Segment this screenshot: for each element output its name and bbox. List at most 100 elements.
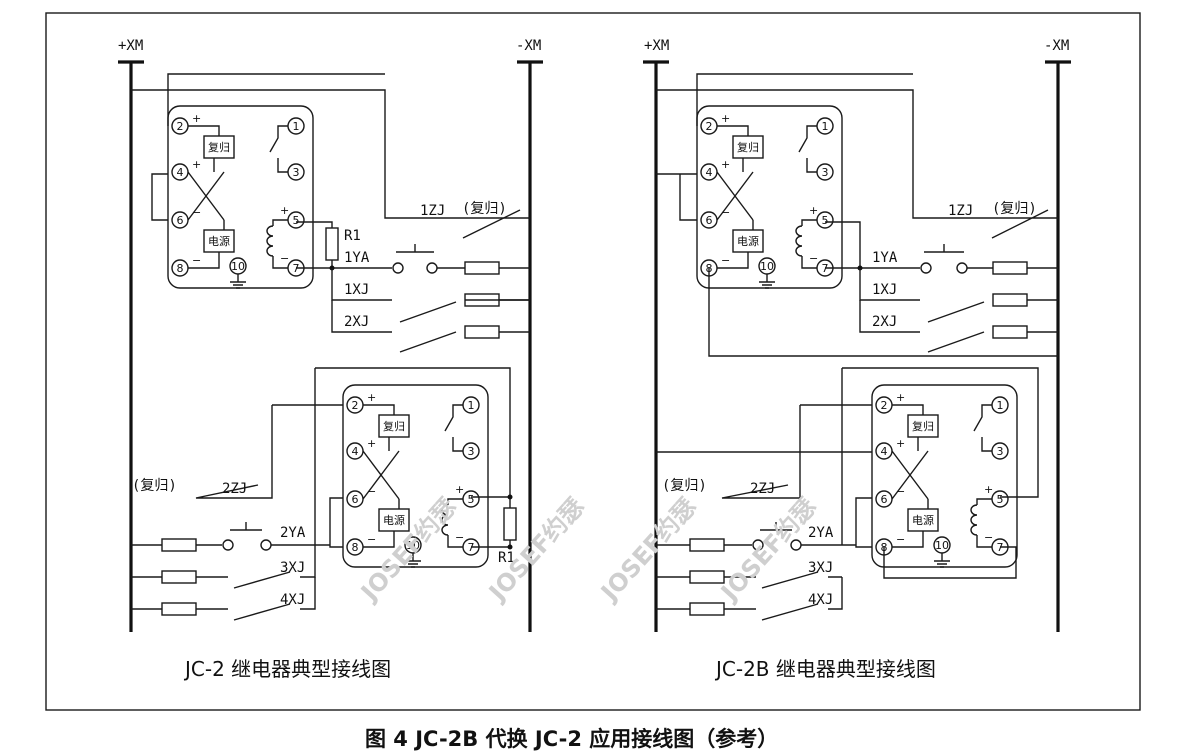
polarity-mark-3-relay-2: − <box>367 533 376 546</box>
label-2ya-left: 2YA <box>280 525 306 541</box>
label-1ya-left: 1YA <box>344 250 370 266</box>
label-1xj-left: 1XJ <box>344 282 369 298</box>
pos-bus-left <box>118 60 144 632</box>
label-1ya-right: 1YA <box>872 250 898 266</box>
polarity-mark-5-relay-1: − <box>280 252 289 265</box>
terminal-2-relay-4: 2 <box>881 399 888 412</box>
polarity-mark-4-relay-4: + <box>984 483 993 496</box>
label-1zj-left: 1ZJ <box>420 203 445 219</box>
terminal-8-relay-1: 8 <box>177 262 184 275</box>
terminal-5-relay-4: 5 <box>997 493 1004 506</box>
reset_btn-box-label-relay-2: 复归 <box>383 419 405 433</box>
watermark-3: JOSEF约瑟 <box>594 493 701 608</box>
polarity-mark-2-relay-1: − <box>192 206 201 219</box>
label-1zj-right: 1ZJ <box>948 203 973 219</box>
terminal-8-relay-3: 8 <box>706 262 713 275</box>
polarity-mark-3-relay-4: − <box>896 533 905 546</box>
terminal-1-relay-2: 1 <box>468 399 475 412</box>
caption-right: JC-2B 继电器典型接线图 <box>714 657 936 681</box>
neg-bus-left <box>517 60 543 632</box>
neg-bus-right <box>1045 60 1071 632</box>
terminal-1-relay-1: 1 <box>293 120 300 133</box>
reset_btn-box-label-relay-1: 复归 <box>208 140 230 154</box>
terminal-4-relay-4: 4 <box>881 445 888 458</box>
terminal-6-relay-1: 6 <box>177 214 184 227</box>
polarity-mark-3-relay-3: − <box>721 254 730 267</box>
power-box-label-relay-4: 电源 <box>912 513 934 527</box>
terminal-7-relay-3: 7 <box>822 262 829 275</box>
terminal-6-relay-2: 6 <box>352 493 359 506</box>
terminal-8-relay-2: 8 <box>352 541 359 554</box>
label-reset-1-left: (复归) <box>462 200 507 217</box>
terminal-3-relay-1: 3 <box>293 166 300 179</box>
terminal-1-relay-4: 1 <box>997 399 1004 412</box>
terminal-3-relay-2: 3 <box>468 445 475 458</box>
polarity-mark-3-relay-1: − <box>192 254 201 267</box>
power-box-label-relay-2: 电源 <box>383 513 405 527</box>
label-4xj-right: 4XJ <box>808 592 833 608</box>
polarity-mark-0-relay-2: + <box>367 391 376 404</box>
label-2zj-right: 2ZJ <box>750 481 775 497</box>
terminal-10-relay-2: 10 <box>406 539 420 552</box>
neg-bus-label-right: -XM <box>1044 38 1069 54</box>
label-r1-lower-left: R1 <box>498 550 515 566</box>
label-4xj-left: 4XJ <box>280 592 305 608</box>
terminal-2-relay-2: 2 <box>352 399 359 412</box>
frame-border <box>45 12 1141 711</box>
terminal-10-relay-1: 10 <box>231 260 245 273</box>
terminal-8-relay-4: 8 <box>881 541 888 554</box>
pos-bus-label-right: +XM <box>644 38 669 54</box>
polarity-mark-4-relay-2: + <box>455 483 464 496</box>
terminal-3-relay-3: 3 <box>822 166 829 179</box>
figure-caption: 图 4 JC-2B 代换 JC-2 应用接线图（参考） <box>365 727 778 751</box>
power-box-label-relay-1: 电源 <box>208 234 230 248</box>
reset_btn-box-label-relay-4: 复归 <box>912 419 934 433</box>
terminal-5-relay-1: 5 <box>293 214 300 227</box>
polarity-mark-1-relay-2: + <box>367 437 376 450</box>
terminal-1-relay-3: 1 <box>822 120 829 133</box>
terminal-7-relay-1: 7 <box>293 262 300 275</box>
pos-bus-label-left: +XM <box>118 38 143 54</box>
terminal-4-relay-2: 4 <box>352 445 359 458</box>
label-reset-1-right: (复归) <box>992 200 1037 217</box>
reset_btn-box-label-relay-3: 复归 <box>737 140 759 154</box>
watermark-1: JOSEF约瑟 <box>354 493 461 608</box>
power-box-label-relay-3: 电源 <box>737 234 759 248</box>
polarity-mark-2-relay-3: − <box>721 206 730 219</box>
terminal-5-relay-2: 5 <box>468 493 475 506</box>
polarity-mark-4-relay-1: + <box>280 204 289 217</box>
terminal-5-relay-3: 5 <box>822 214 829 227</box>
terminal-7-relay-4: 7 <box>997 541 1004 554</box>
caption-left: JC-2 继电器典型接线图 <box>183 657 391 681</box>
label-2zj-left: 2ZJ <box>222 481 247 497</box>
label-r1-upper-left: R1 <box>344 228 361 244</box>
terminal-2-relay-3: 2 <box>706 120 713 133</box>
diagram-right: +XM -XM <box>643 38 1071 632</box>
polarity-mark-1-relay-1: + <box>192 158 201 171</box>
watermark-layer: JOSEF约瑟 JOSEF约瑟 JOSEF约瑟 JOSEF约瑟 <box>354 493 821 608</box>
label-reset-2-right: (复归) <box>662 477 707 494</box>
terminal-3-relay-4: 3 <box>997 445 1004 458</box>
label-2ya-right: 2YA <box>808 525 834 541</box>
polarity-mark-1-relay-4: + <box>896 437 905 450</box>
terminal-6-relay-3: 6 <box>706 214 713 227</box>
polarity-mark-0-relay-1: + <box>192 112 201 125</box>
polarity-mark-5-relay-3: − <box>809 252 818 265</box>
label-2xj-left: 2XJ <box>344 314 369 330</box>
terminal-2-relay-1: 2 <box>177 120 184 133</box>
polarity-mark-0-relay-4: + <box>896 391 905 404</box>
diagram-left: +XM -XM <box>118 38 543 632</box>
label-3xj-right: 3XJ <box>808 560 833 576</box>
terminal-10-relay-4: 10 <box>935 539 949 552</box>
label-reset-2-left: (复归) <box>132 477 177 494</box>
terminal-10-relay-3: 10 <box>760 260 774 273</box>
label-3xj-left: 3XJ <box>280 560 305 576</box>
terminal-7-relay-2: 7 <box>468 541 475 554</box>
watermark-4: JOSEF约瑟 <box>714 493 821 608</box>
terminal-4-relay-3: 4 <box>706 166 713 179</box>
terminal-4-relay-1: 4 <box>177 166 184 179</box>
polarity-mark-2-relay-4: − <box>896 485 905 498</box>
neg-bus-label-left: -XM <box>516 38 541 54</box>
